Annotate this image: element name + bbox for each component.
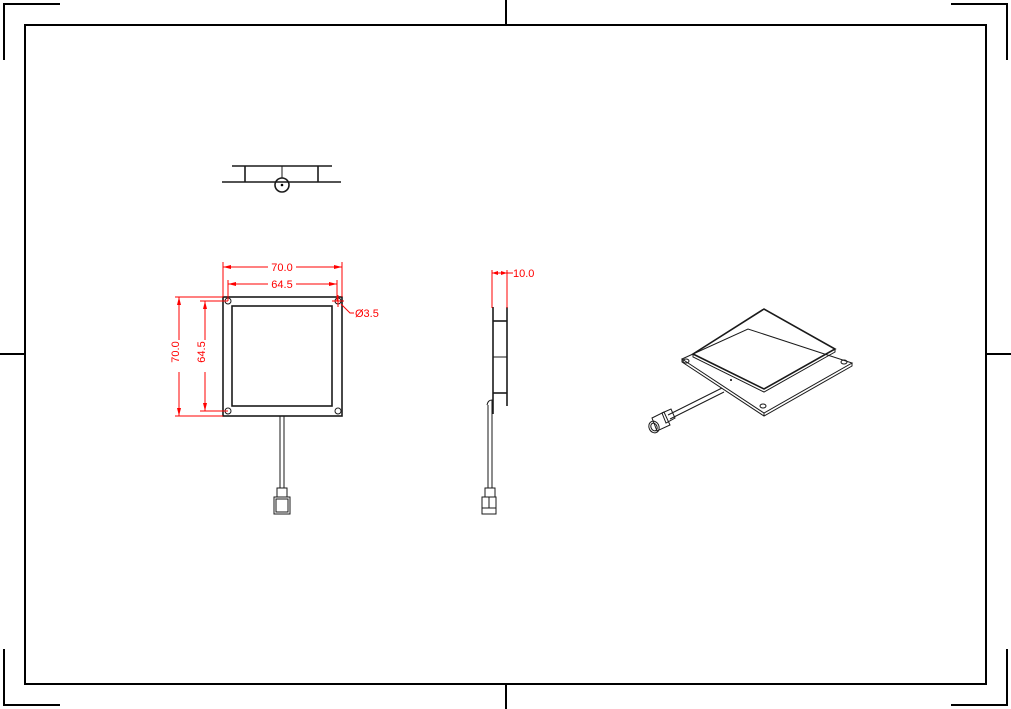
side-view-dimensions: 10.0 <box>491 268 534 308</box>
isometric-view <box>648 308 854 434</box>
dim-overall-width: 70.0 <box>271 262 292 274</box>
dim-hole-spacing-width: 64.5 <box>271 279 292 291</box>
dim-hole-spacing-height: 64.5 <box>196 341 208 362</box>
dim-overall-height: 70.0 <box>170 341 182 362</box>
dim-hole-diameter: Ø3.5 <box>355 308 379 320</box>
side-view <box>481 307 508 515</box>
dim-thickness: 10.0 <box>513 268 534 280</box>
top-view <box>222 165 341 193</box>
front-view <box>222 296 343 515</box>
front-view-dimensions: 70.0 64.5 70.0 64.5 Ø3.5 <box>170 262 379 417</box>
